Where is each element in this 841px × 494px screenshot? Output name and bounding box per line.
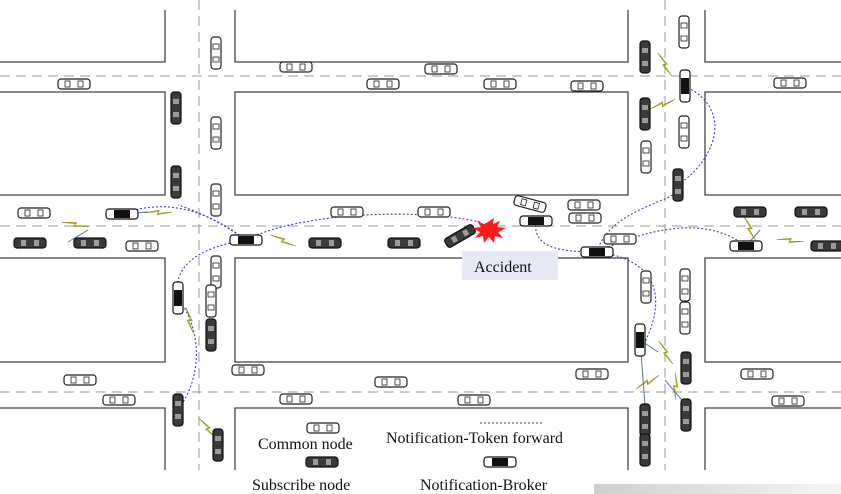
link-broker-west <box>121 206 247 241</box>
accident-burst-icon <box>472 218 506 243</box>
legend: Common node Notification-Token forward S… <box>252 422 563 494</box>
link-south-down <box>177 297 197 411</box>
link-east-se <box>596 251 657 343</box>
link-to-accident <box>245 213 481 241</box>
lane-markings <box>0 0 841 470</box>
accident-box <box>462 251 558 280</box>
fade-bar <box>594 484 841 494</box>
city-blocks <box>0 10 841 470</box>
legend-common-node: Common node <box>258 436 353 453</box>
legend-forward: Notification-Token forward <box>386 430 563 447</box>
subscribe-nodes <box>13 40 841 468</box>
legend-broker: Notification-Broker <box>420 477 548 494</box>
legend-subscribe-node: Subscribe node <box>252 477 350 494</box>
accident-label: Accident <box>474 259 532 276</box>
